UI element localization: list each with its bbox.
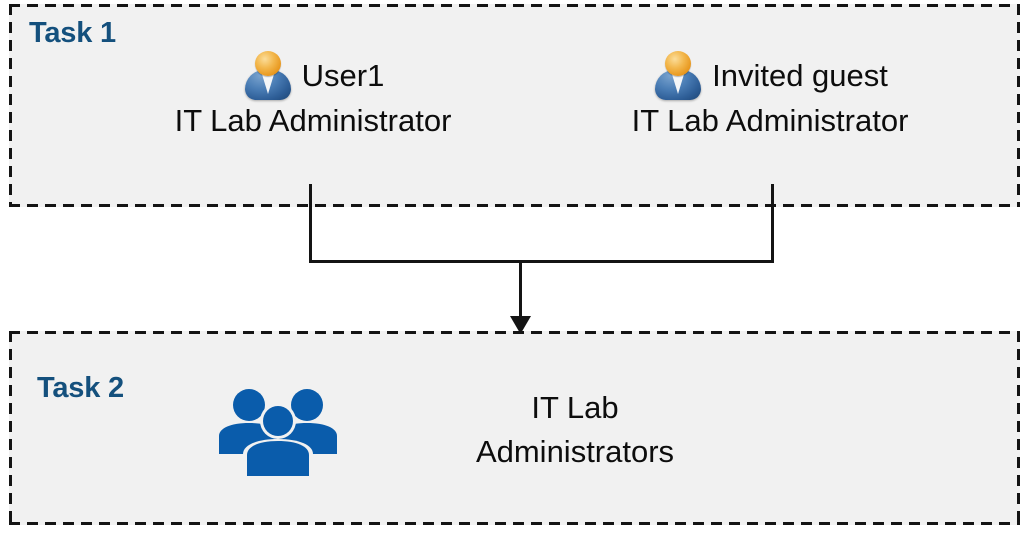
task-1-container <box>9 4 1020 207</box>
user-icon-collar <box>671 71 686 94</box>
person-invited-guest-row: Invited guest <box>595 50 945 100</box>
group-icon-body-center <box>247 441 309 476</box>
person-user1-row: User1 <box>140 50 486 100</box>
task-1-label: Task 1 <box>29 17 116 49</box>
group-icon-head-center <box>263 406 293 436</box>
person-user1: User1 IT Lab Administrator <box>140 50 486 141</box>
dashed-border-bottom <box>9 204 1020 207</box>
dashed-border-top <box>9 331 1020 334</box>
dashed-border-top <box>9 4 1020 7</box>
user-icon <box>242 50 294 100</box>
group-of-people-icon <box>219 389 337 476</box>
user-icon-collar <box>260 71 275 94</box>
connector-bracket <box>309 184 774 263</box>
dashed-border-bottom <box>9 522 1020 525</box>
group-name-line-2: Administrators <box>475 434 675 469</box>
person-invited-guest: Invited guest IT Lab Administrator <box>595 50 945 141</box>
person-user1-role: IT Lab Administrator <box>174 103 452 138</box>
group-name-label: IT Lab Administrators <box>400 386 750 474</box>
person-user1-name: User1 <box>301 57 385 93</box>
user-icon <box>652 50 704 100</box>
user-icon-head <box>254 51 281 76</box>
group-icon-head-right <box>291 389 323 421</box>
dashed-border-left <box>9 4 12 207</box>
person-invited-guest-name: Invited guest <box>712 57 888 93</box>
group-icon-head-left <box>233 389 265 421</box>
dashed-border-right <box>1017 331 1020 525</box>
group-name-line-1: IT Lab <box>531 390 619 425</box>
dashed-border-left <box>9 331 12 525</box>
arrow-down-icon <box>510 316 531 334</box>
person-invited-guest-role: IT Lab Administrator <box>631 103 909 138</box>
task-2-container <box>9 331 1020 525</box>
user-icon-head <box>665 51 692 76</box>
task-2-label: Task 2 <box>37 372 124 404</box>
dashed-border-right <box>1017 4 1020 207</box>
